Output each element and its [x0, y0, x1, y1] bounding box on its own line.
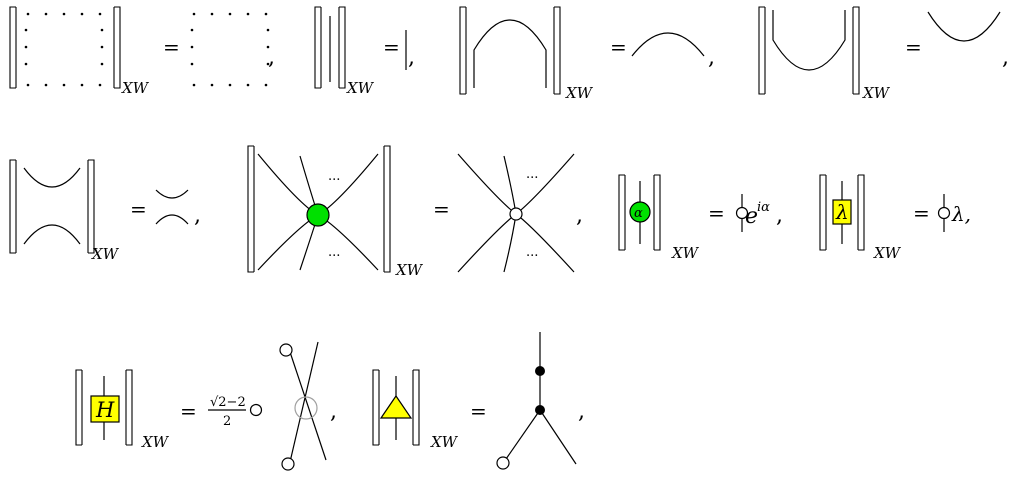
- cup-wire: [772, 10, 846, 71]
- cap-wire: [631, 32, 705, 57]
- lambda-scalar: λ,: [951, 202, 971, 226]
- black-node: [535, 405, 545, 415]
- alpha-label: α: [634, 206, 643, 221]
- subscript-xw: XW: [565, 84, 594, 102]
- subscript-xw: XW: [141, 433, 170, 451]
- wire: [505, 409, 541, 460]
- rule-phase-alpha: α XW = e iα ,: [618, 174, 783, 262]
- green-phase-node: [629, 201, 651, 223]
- rule-lambda-box: λ XW = λ,: [819, 174, 971, 262]
- equals-sign: =: [913, 201, 930, 225]
- subscript-xw: XW: [91, 245, 120, 263]
- white-spider-node: [509, 207, 523, 221]
- hadamard-box: [90, 395, 120, 423]
- comma: ,: [408, 45, 415, 70]
- ellipsis-bottom: ...: [526, 245, 538, 260]
- lambda-label: λ: [835, 200, 849, 224]
- comma: ,: [776, 203, 783, 228]
- spider-leg: [515, 153, 575, 215]
- dotted-rectangle-result: [190, 12, 270, 87]
- subscript-xw: XW: [121, 79, 150, 97]
- coefficient-denominator: 2: [223, 414, 231, 429]
- equals-sign: =: [180, 399, 197, 423]
- ellipsis-bottom: ...: [328, 245, 340, 260]
- equals-sign: =: [130, 197, 147, 221]
- comma: ,: [268, 45, 275, 70]
- rule-identity-wire: XW = ,: [314, 6, 415, 97]
- swap-wire-top: [155, 189, 189, 199]
- double-bracket-left: [9, 6, 17, 89]
- spider-leg: [457, 153, 517, 215]
- cup-wire: [927, 11, 1001, 42]
- ellipsis-top: ...: [328, 169, 340, 184]
- spider-leg: [515, 213, 575, 273]
- rule-hadamard: H XW = √2−2 2 ,: [75, 341, 337, 471]
- rule-green-spider: ... ... XW = ... ... ,: [247, 145, 583, 279]
- phase-e: e: [745, 204, 758, 229]
- hadamard-label: H: [95, 398, 115, 422]
- rule-swap: XW = ,: [9, 159, 201, 263]
- rule-cup: XW = ,: [758, 6, 1009, 102]
- equals-sign: =: [610, 35, 627, 59]
- comma: ,: [578, 399, 585, 424]
- comma: ,: [708, 45, 715, 70]
- wire: [539, 409, 577, 465]
- double-bracket-right: [113, 6, 121, 89]
- swap-wire-bottom: [23, 224, 81, 245]
- equals-sign: =: [708, 201, 725, 225]
- white-node: [735, 206, 749, 220]
- white-end-node-bottom: [281, 457, 295, 471]
- ellipsis-top: ...: [526, 167, 538, 182]
- comma: ,: [576, 203, 583, 228]
- swap-wire-top: [23, 167, 81, 188]
- subscript-xw: XW: [671, 244, 700, 262]
- equals-sign: =: [905, 35, 922, 59]
- rule-empty-diagram: XW = ,: [9, 6, 275, 97]
- comma: ,: [330, 399, 337, 424]
- coefficient-numerator: √2−2: [210, 395, 246, 410]
- green-spider-node: [306, 203, 330, 227]
- equals-sign: =: [470, 399, 487, 423]
- rule-cap: XW = ,: [459, 6, 715, 102]
- phase-exponent: iα: [757, 200, 770, 215]
- white-end-node-top: [279, 343, 293, 357]
- subscript-xw: XW: [873, 244, 902, 262]
- white-scalar-node: [249, 403, 263, 417]
- spider-leg: [317, 214, 379, 271]
- crossing-wire: [289, 351, 327, 461]
- equals-sign: =: [163, 35, 180, 59]
- crossing-wire: [289, 341, 319, 463]
- spider-leg: [317, 153, 379, 216]
- gray-center-node: [294, 396, 318, 420]
- comma: ,: [1002, 45, 1009, 70]
- dotted-rectangle: [24, 12, 104, 87]
- subscript-xw: XW: [430, 433, 459, 451]
- equals-sign: =: [433, 197, 450, 221]
- spider-leg: [457, 213, 517, 273]
- white-end-node: [496, 456, 510, 470]
- swap-wire-bottom: [155, 214, 189, 225]
- subscript-xw: XW: [395, 261, 424, 279]
- yellow-triangle: [379, 394, 413, 419]
- rule-triangle: XW = ,: [372, 332, 585, 470]
- yellow-box: [832, 199, 852, 225]
- subscript-xw: XW: [346, 79, 375, 97]
- white-node: [937, 206, 951, 220]
- cap-wire: [473, 19, 547, 88]
- black-node: [535, 366, 545, 376]
- equals-sign: =: [383, 35, 400, 59]
- subscript-xw: XW: [862, 84, 891, 102]
- comma: ,: [194, 203, 201, 228]
